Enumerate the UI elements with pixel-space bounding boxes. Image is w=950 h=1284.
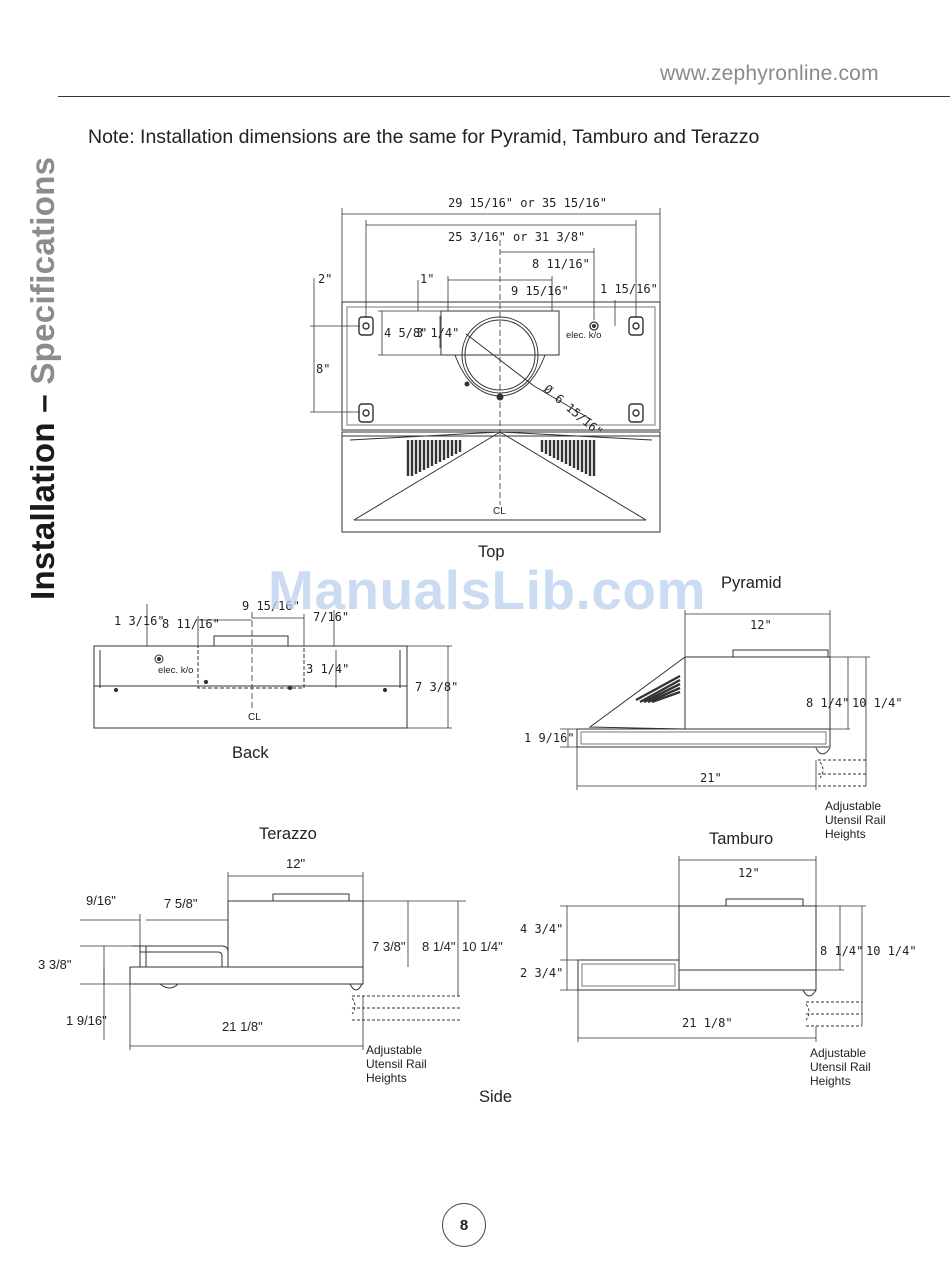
dim-top-2: 2": [318, 272, 333, 286]
figure-label-top: Top: [478, 543, 505, 561]
dim-back-314: 3 1/4": [306, 662, 350, 676]
pyramid-side-drawing: [560, 610, 870, 790]
dim-ter-738: 7 3/8": [372, 939, 406, 954]
dim-ter-338: 3 3/8": [38, 957, 72, 972]
dim-back-81116: 8 11/16": [162, 617, 220, 631]
dim-ter-916: 9/16": [86, 893, 116, 908]
label-rail-tamburo: Adjustable Utensil Rail Heights: [810, 1046, 871, 1088]
dim-pyr-1014: 10 1/4": [852, 696, 903, 710]
rail-line-2: Utensil Rail: [810, 1060, 871, 1074]
tamburo-side-drawing: [560, 856, 866, 1042]
label-rail-terazzo: Adjustable Utensil Rail Heights: [366, 1043, 427, 1085]
dim-pyr-1916: 1 9/16": [524, 731, 575, 745]
dim-back-738: 7 3/8": [415, 680, 459, 694]
dim-tam-434: 4 3/4": [520, 922, 564, 936]
rail-line-3: Heights: [825, 827, 866, 841]
dim-tam-12: 12": [738, 866, 760, 880]
back-view-drawing: [93, 604, 452, 729]
dim-tam-234: 2 3/4": [520, 966, 564, 980]
label-elec-ko-back: elec. k/o: [158, 665, 194, 676]
dim-top-elec: 8 11/16": [532, 257, 590, 271]
label-cl-top: CL: [493, 506, 506, 517]
rail-line-3: Heights: [366, 1071, 407, 1085]
dim-pyr-21: 21": [700, 771, 722, 785]
rail-line-2: Utensil Rail: [825, 813, 886, 827]
dim-ter-758: 7 5/8": [164, 896, 198, 911]
dim-ter-12: 12": [286, 856, 306, 871]
dim-ter-1014: 10 1/4": [462, 939, 503, 954]
dim-top-458: 4 5/8": [384, 326, 428, 340]
dim-top-overall: 29 15/16" or 35 15/16": [448, 196, 607, 210]
label-elec-ko-top: elec. k/o: [566, 330, 602, 341]
page-number: 8: [442, 1203, 486, 1247]
dim-back-1316: 1 3/16": [114, 614, 165, 628]
dim-ter-1916: 1 9/16": [66, 1013, 107, 1028]
dim-ter-2118: 21 1/8": [222, 1019, 263, 1034]
rail-line-2: Utensil Rail: [366, 1057, 427, 1071]
dim-top-side: 1 15/16": [600, 282, 658, 296]
rail-line-1: Adjustable: [366, 1043, 423, 1057]
dim-pyr-12: 12": [750, 618, 772, 632]
terazzo-side-drawing: [80, 872, 466, 1050]
dim-tam-814: 8 1/4": [820, 944, 864, 958]
figure-label-side: Side: [479, 1088, 513, 1106]
figure-label-back: Back: [232, 744, 269, 762]
dim-back-91516: 9 15/16": [242, 599, 300, 613]
top-view-drawing: [310, 208, 661, 533]
dim-tam-2118: 21 1/8": [682, 1016, 733, 1030]
figure-label-tamburo: Tamburo: [709, 830, 774, 848]
dim-top-holes: 25 3/16" or 31 3/8": [448, 230, 586, 244]
watermark: ManualsLib.com: [268, 559, 706, 621]
dim-top-duct: 9 15/16": [511, 284, 569, 298]
rail-line-1: Adjustable: [825, 799, 882, 813]
dim-back-716: 7/16": [313, 610, 350, 624]
rail-line-3: Heights: [810, 1074, 851, 1088]
header-divider: [58, 96, 950, 97]
dim-ter-814: 8 1/4": [422, 939, 456, 954]
dim-top-8: 8": [316, 362, 331, 376]
dim-top-314: 3 1/4": [416, 326, 460, 340]
website-url: www.zephyronline.com: [660, 62, 879, 85]
label-cl-back: CL: [248, 712, 261, 723]
rail-line-1: Adjustable: [810, 1046, 867, 1060]
label-rail-pyramid: Adjustable Utensil Rail Heights: [825, 799, 886, 841]
dim-pyr-814: 8 1/4": [806, 696, 850, 710]
figure-label-pyramid: Pyramid: [721, 574, 782, 592]
installation-note: Note: Installation dimensions are the sa…: [88, 126, 760, 148]
dim-tam-1014: 10 1/4": [866, 944, 917, 958]
dim-top-1: 1": [420, 272, 435, 286]
figure-label-terazzo: Terazzo: [259, 825, 317, 843]
